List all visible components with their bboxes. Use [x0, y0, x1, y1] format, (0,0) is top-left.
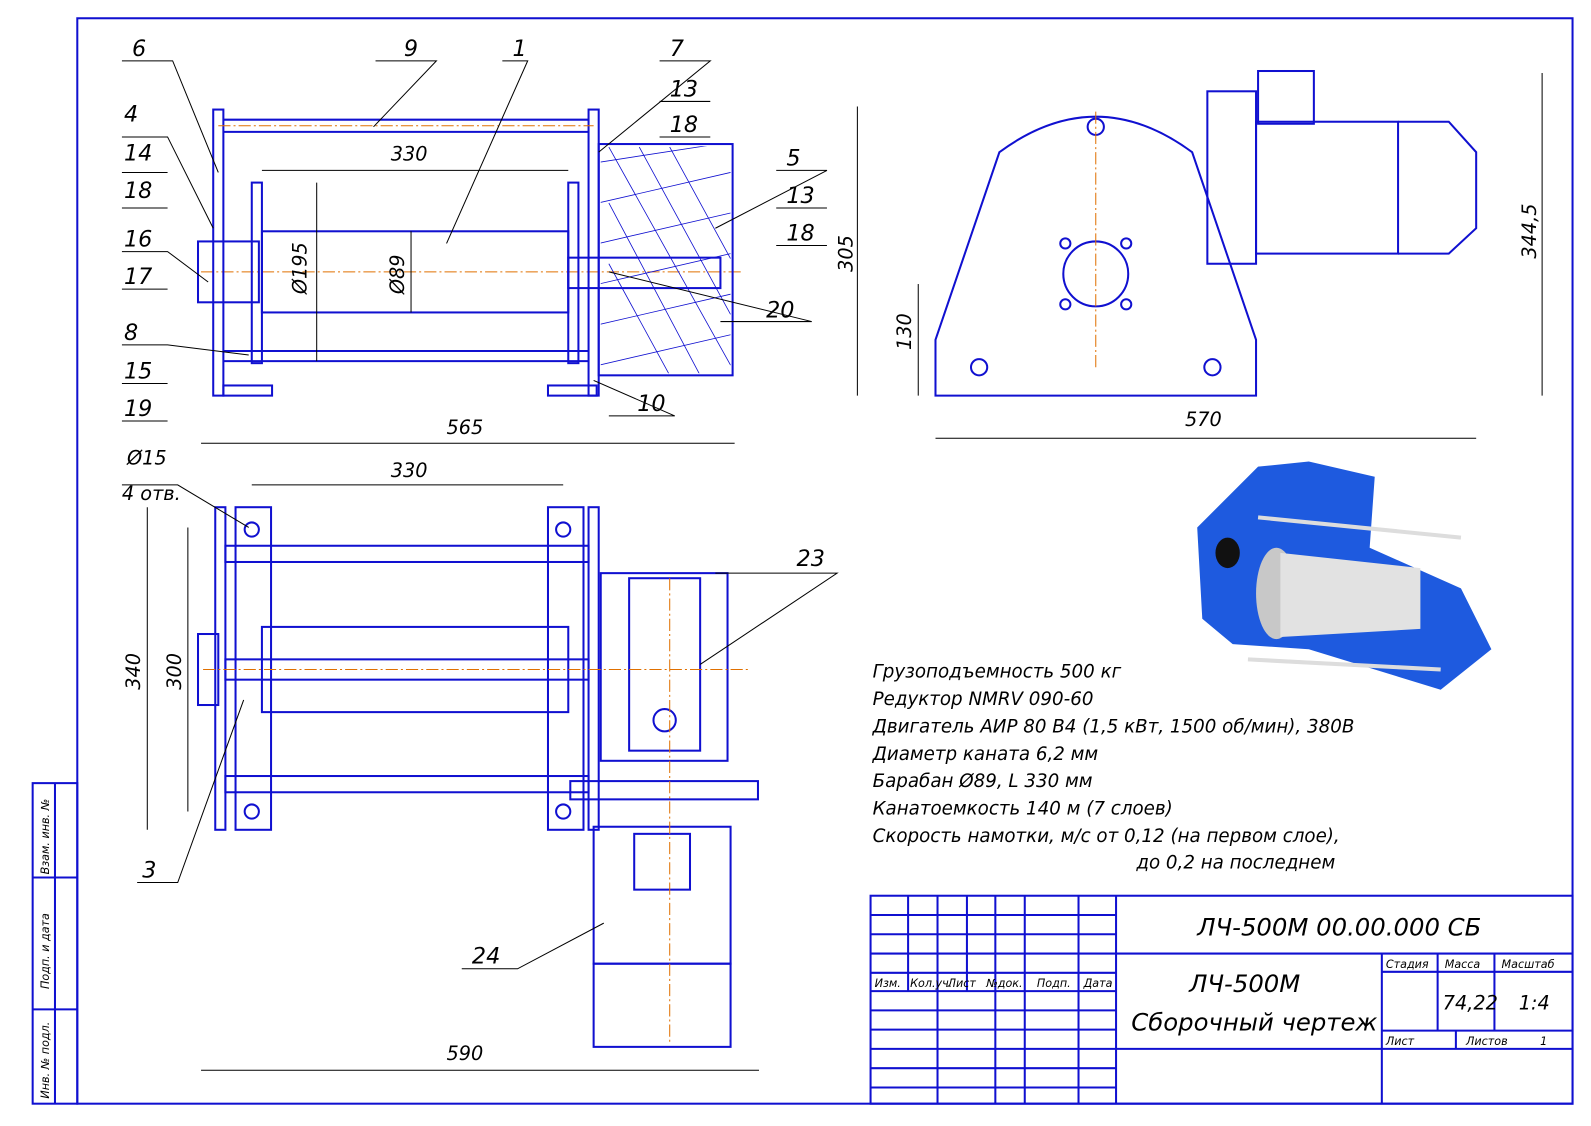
- spec-drum: Барабан Ø89, L 330 мм: [873, 771, 1093, 792]
- dim-side-width: 570: [1185, 408, 1222, 431]
- pos-6: 6: [132, 36, 146, 62]
- dim-drum-dia: Ø195: [289, 242, 312, 295]
- pos-15: 15: [124, 358, 152, 384]
- stage-label: Стадия: [1386, 958, 1429, 971]
- side-view: [856, 69, 1543, 439]
- rev-header-doc: №док.: [985, 977, 1022, 990]
- dim-top-overall: 590: [447, 1042, 484, 1065]
- pos-14: 14: [124, 140, 152, 166]
- pos-20: 20: [766, 298, 794, 324]
- pos-19: 19: [124, 396, 152, 422]
- spec-rope-capacity: Канатоемкость 140 м (7 слоев): [873, 799, 1173, 820]
- sheet-label: Лист: [1385, 1035, 1415, 1048]
- pos-10: 10: [637, 391, 665, 417]
- rev-header-kol: Кол.уч.: [910, 977, 952, 990]
- dim-hole-dia: Ø15: [126, 447, 167, 470]
- pos-13b: 13: [786, 183, 814, 209]
- dim-top-h1: 340: [122, 653, 145, 690]
- spec-capacity: Грузоподъемность 500 кг: [873, 662, 1122, 683]
- spec-gearbox: Редуктор NMRV 090-60: [873, 689, 1094, 710]
- dim-top-length: 330: [391, 459, 428, 482]
- rev-header-date: Дата: [1083, 977, 1113, 990]
- dim-front-length: 330: [391, 142, 428, 165]
- dim-shaft-dia: Ø89: [386, 254, 409, 295]
- mass-label: Масса: [1445, 958, 1481, 971]
- pos-13: 13: [670, 76, 698, 102]
- pos-9: 9: [404, 36, 418, 62]
- title-block: Изм. Кол.уч. Лист №док. Подп. Дата ЛЧ-50…: [869, 894, 1574, 1105]
- dim-holes-count: 4 отв.: [122, 482, 181, 505]
- pos-24: 24: [472, 944, 500, 970]
- isometric-render: [1197, 461, 1492, 690]
- rev-header-list: Лист: [947, 977, 977, 990]
- drawing-doc-type: Сборочный чертеж: [1131, 1008, 1377, 1037]
- dim-side-height: 305: [834, 235, 857, 272]
- stamp-orig-inv: Инв. № подл.: [39, 1022, 52, 1099]
- mass-value: 74,22: [1443, 991, 1498, 1014]
- scale-label: Масштаб: [1502, 958, 1555, 971]
- pos-18b: 18: [124, 178, 152, 204]
- pos-7: 7: [670, 36, 684, 62]
- drawing-frame: [76, 17, 1574, 1105]
- pos-17: 17: [124, 264, 152, 290]
- pos-5: 5: [786, 145, 800, 171]
- top-view: [121, 484, 839, 1071]
- side-stamp: Взам. инв. № Подп. и дата Инв. № подл.: [31, 782, 79, 1105]
- pos-3: 3: [142, 857, 156, 883]
- spec-speed-2: до 0,2 на последнем: [1135, 852, 1335, 873]
- dim-top-h2: 300: [163, 653, 186, 690]
- pos-1: 1: [512, 36, 526, 62]
- pos-16: 16: [124, 227, 152, 253]
- drawing-designation: ЛЧ-500М 00.00.000 СБ: [1196, 912, 1481, 941]
- pos-23: 23: [797, 546, 825, 572]
- spec-speed: Скорость намотки, м/с от 0,12 (на первом…: [873, 826, 1340, 847]
- sheets-label: Листов: [1465, 1035, 1508, 1048]
- sheets-value: 1: [1540, 1035, 1547, 1048]
- dim-side-axis: 130: [893, 313, 916, 350]
- pos-8: 8: [124, 320, 138, 346]
- spec-motor: Двигатель АИР 80 В4 (1,5 кВт, 1500 об/ми…: [872, 716, 1355, 737]
- pos-4: 4: [124, 102, 138, 128]
- pos-18: 18: [670, 112, 698, 138]
- stamp-replace-inv: Взам. инв. №: [39, 799, 52, 875]
- spec-rope: Диаметр каната 6,2 мм: [872, 744, 1099, 765]
- scale-value: 1:4: [1519, 991, 1550, 1014]
- front-view: [196, 108, 741, 444]
- technical-specs: Грузоподъемность 500 кг Редуктор NMRV 09…: [872, 662, 1355, 874]
- rev-header-izm: Изм.: [875, 977, 901, 990]
- pos-18c: 18: [786, 220, 814, 246]
- stamp-sign-date: Подп. и дата: [39, 913, 52, 989]
- drawing-name: ЛЧ-500М: [1188, 969, 1300, 998]
- dim-overall: 565: [447, 416, 484, 439]
- dim-side-motor: 344,5: [1518, 204, 1541, 259]
- rev-header-sign: Подп.: [1037, 977, 1071, 990]
- position-callouts: [121, 60, 828, 422]
